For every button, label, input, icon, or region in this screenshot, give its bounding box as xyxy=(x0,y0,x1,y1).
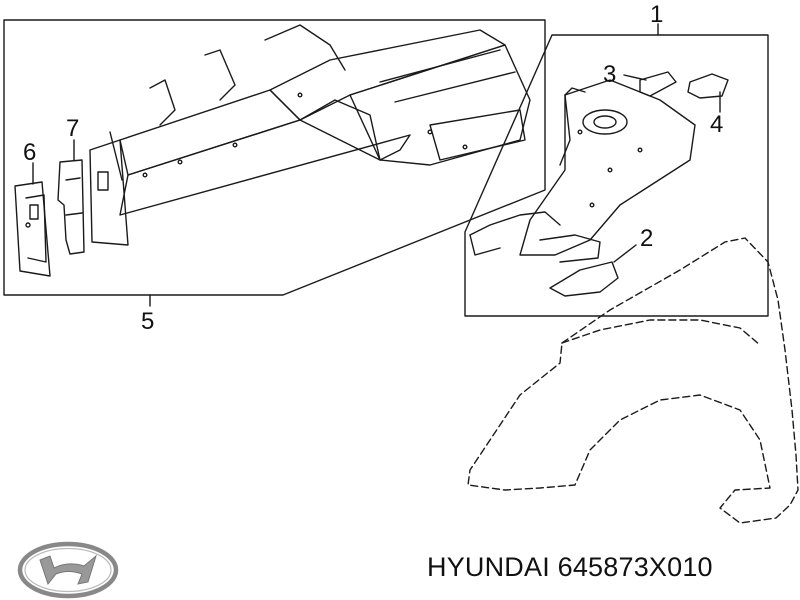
bracket-2 xyxy=(549,261,619,297)
leader-line-2 xyxy=(613,244,637,263)
side-member-assembly xyxy=(89,24,531,246)
callout-3: 3 xyxy=(603,61,616,88)
callout-7: 7 xyxy=(66,115,79,142)
fender-inner-line xyxy=(561,319,761,346)
callout-1: 1 xyxy=(650,1,663,28)
apron-assembly xyxy=(469,79,696,263)
callout-5: 5 xyxy=(141,308,154,335)
callout-2: 2 xyxy=(640,225,653,252)
callout-4: 4 xyxy=(710,111,723,138)
bracket-7 xyxy=(57,159,85,255)
part-number-caption: HYUNDAI 645873X010 xyxy=(427,552,713,582)
bracket-4 xyxy=(687,73,729,99)
bracket-3 xyxy=(639,71,677,97)
callout-6: 6 xyxy=(23,139,36,166)
hyundai-logo-icon xyxy=(17,541,119,599)
assembly-frame-left xyxy=(3,19,546,296)
assembly-frame-right xyxy=(464,34,769,317)
reinforcement-plate-6 xyxy=(14,181,51,277)
front-fender-outline xyxy=(467,237,799,524)
